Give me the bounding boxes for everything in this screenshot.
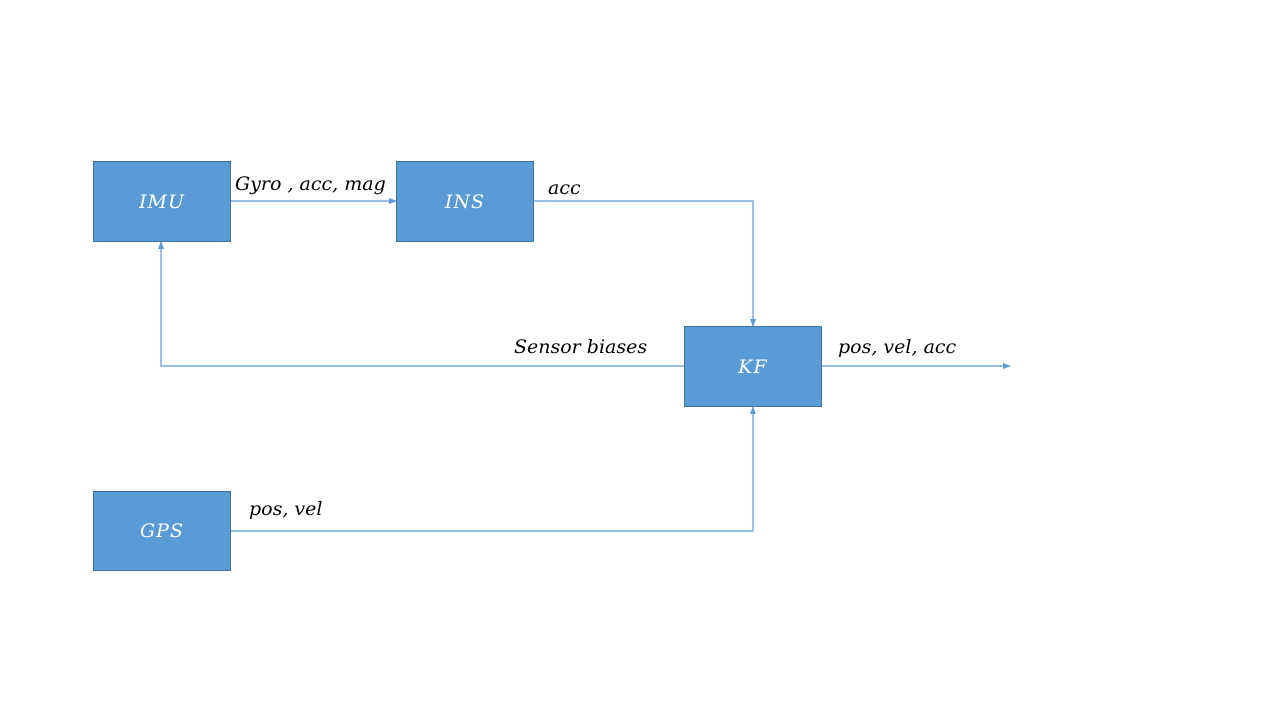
signal-label-sensor-biases: Sensor biases — [514, 336, 648, 358]
ins-block: INS — [396, 161, 534, 242]
gps-block-label: GPS — [140, 520, 184, 542]
kf-block-label: KF — [738, 355, 768, 378]
wire-kf-to-imu — [158, 241, 684, 367]
kf-block: KF — [684, 326, 822, 407]
signal-label-kf-output: pos, vel, acc — [838, 336, 957, 358]
wire-gps-to-kf — [231, 406, 756, 532]
imu-block-label: IMU — [139, 190, 185, 213]
wire-ins-to-kf — [534, 200, 756, 327]
signal-label-imu-to-ins: Gyro , acc, mag — [235, 173, 386, 195]
signal-label-gps-to-kf: pos, vel — [249, 498, 323, 520]
ins-block-label: INS — [444, 190, 486, 213]
signal-label-ins-to-kf: acc — [548, 177, 581, 199]
gps-block: GPS — [93, 491, 231, 571]
imu-block: IMU — [93, 161, 231, 242]
